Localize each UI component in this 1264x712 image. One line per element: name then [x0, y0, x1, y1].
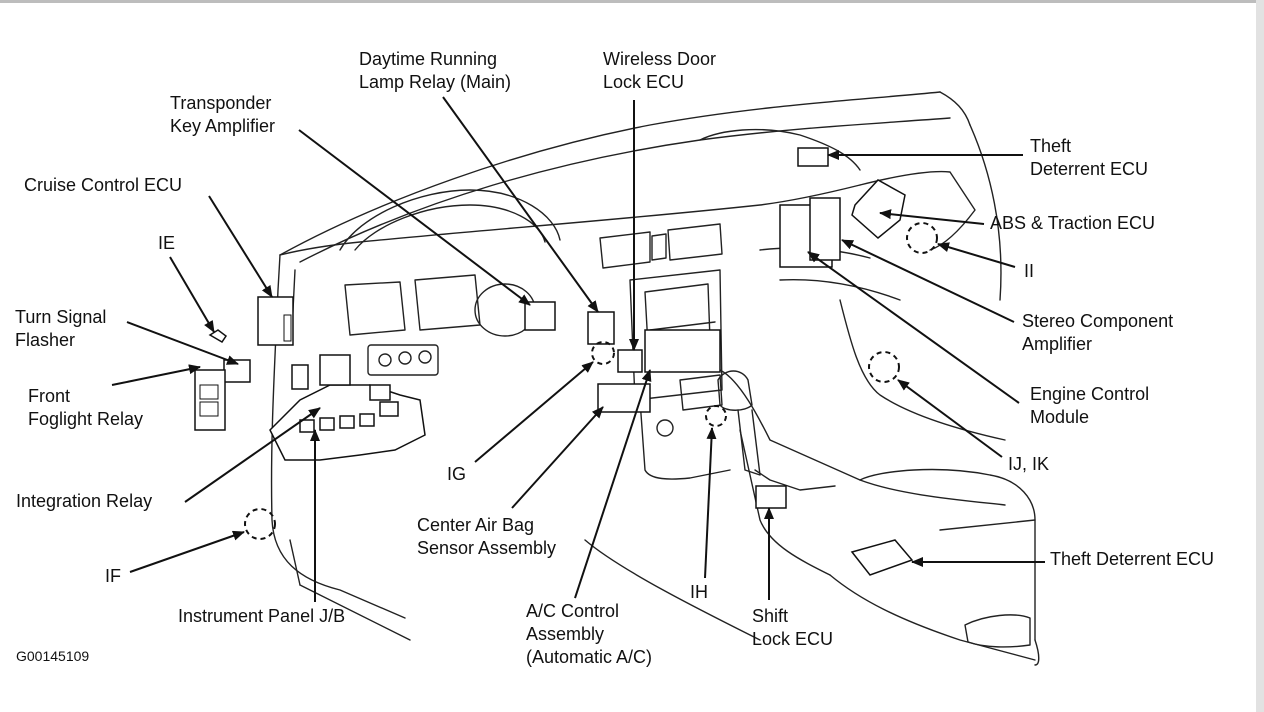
label-ih: IH	[690, 582, 708, 602]
stereo-component-amplifier-shape	[809, 197, 841, 261]
cruise-leader	[208, 195, 273, 298]
front-foglight-relay-shape	[194, 369, 226, 431]
ig-connector-circle	[591, 341, 615, 365]
ij-ik-connector-circle	[868, 351, 900, 383]
cruise-control-ecu-shape	[257, 296, 294, 346]
ih-connector-circle	[705, 405, 727, 427]
turn-signal-leader	[126, 321, 239, 365]
label-abs-traction-ecu: ABS & Traction ECU	[990, 213, 1156, 233]
front-foglight-leader	[111, 364, 201, 386]
label-if: IF	[105, 566, 121, 586]
transponder-leader	[298, 129, 531, 306]
ih-leader	[704, 427, 717, 579]
label-theft-deterrent-ecu-bottom: Theft Deterrent ECU	[1050, 549, 1215, 569]
label-integration-relay: Integration Relay	[16, 491, 153, 511]
abs-leader	[879, 209, 985, 225]
wireless-door-lock-ecu-shape	[617, 349, 643, 373]
center-airbag-leader	[511, 406, 604, 509]
transponder-key-amplifier-shape	[524, 301, 556, 331]
label-ij-ik: IJ, IK	[1008, 454, 1050, 474]
abs-traction-ecu-shape	[851, 179, 906, 239]
if-leader	[129, 530, 245, 573]
leader-lines	[111, 96, 1045, 602]
label-instrument-panel-jb: Instrument Panel J/B	[178, 606, 346, 626]
ii-connector-circle	[906, 222, 938, 254]
ij-ik-leader	[897, 379, 1003, 458]
figure-code: G00145109	[16, 648, 90, 664]
ac-control-assembly-shape	[644, 329, 721, 373]
stereo-leader	[841, 239, 1015, 323]
theft-deterrent-ecu-bottom-shape	[850, 539, 914, 576]
label-ie: IE	[158, 233, 176, 253]
engine-leader	[807, 251, 1020, 404]
top-border	[0, 0, 1264, 3]
connector-circles	[244, 222, 938, 540]
center-air-bag-sensor-shape	[597, 383, 651, 413]
integration-leader	[184, 407, 321, 503]
daytime-running-lamp-relay-shape	[587, 311, 615, 345]
ig-leader	[474, 361, 594, 463]
theft-deterrent-ecu-top-shape	[797, 147, 829, 167]
shift-lock-ecu-shape	[755, 485, 787, 509]
component-shapes	[194, 147, 914, 576]
label-cruise-control-ecu: Cruise Control ECU	[24, 175, 183, 195]
dashboard-outline	[270, 91, 1040, 666]
if-connector-circle	[244, 508, 276, 540]
label-ig: IG	[447, 464, 467, 484]
label-ii: II	[1024, 261, 1035, 281]
ie-leader	[169, 256, 215, 333]
ie-connector-shape	[208, 329, 228, 344]
scrollbar-edge	[1256, 0, 1264, 712]
ii-leader	[937, 242, 1016, 268]
ac-control-leader	[574, 369, 652, 599]
daytime-running-leader	[442, 96, 599, 313]
